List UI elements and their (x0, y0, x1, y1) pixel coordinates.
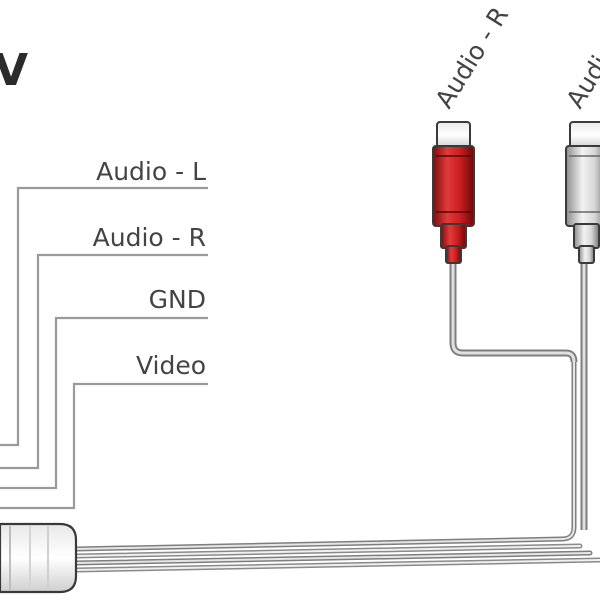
pin-label-audio-l: Audio - L (96, 157, 206, 186)
leader-wire-gnd (0, 316, 208, 490)
av-jack-plug (0, 522, 78, 594)
leader-wire-audio-r (0, 253, 208, 470)
pin-labels: Audio - L Audio - R GND Video (93, 157, 206, 380)
pin-label-gnd: GND (149, 285, 206, 314)
leader-wire-video (0, 382, 208, 510)
leader-wires (0, 186, 208, 510)
connector-label-audio-l: Audio - L (560, 5, 600, 114)
heading-fragment: V (0, 45, 28, 96)
connector-label-audio-r: Audio - R (429, 2, 514, 113)
red-rca-plug (432, 121, 475, 264)
pin-label-video: Video (136, 351, 206, 380)
red-plug-wire (449, 262, 578, 363)
leader-wire-audio-l (0, 186, 208, 447)
pin-label-audio-r: Audio - R (93, 223, 206, 252)
main-cable (73, 357, 600, 573)
white-rca-plug (565, 121, 600, 264)
